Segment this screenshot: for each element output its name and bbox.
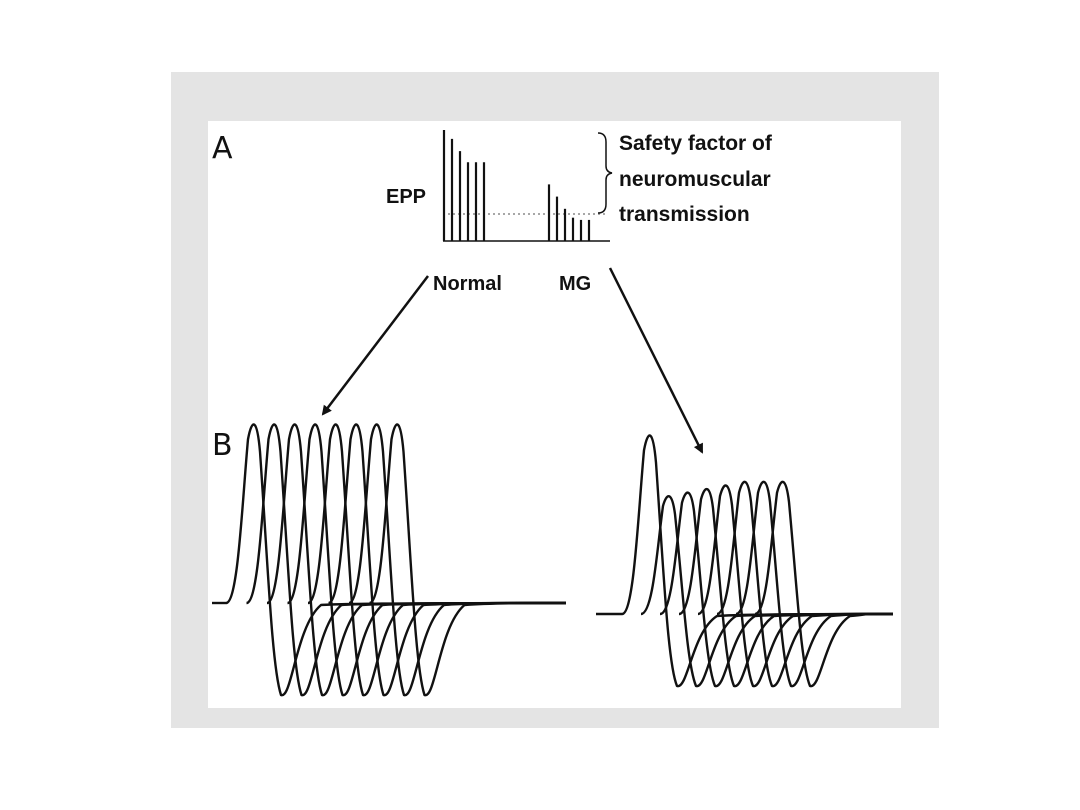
ap-trace-normal-6 [327,423,567,697]
epp-bars-mg [547,184,591,241]
ap-trace-mg-5 [697,484,894,688]
safety-factor-line-1: Safety factor of [619,132,773,155]
panel-a-label: A [212,131,233,166]
ap-trace-normal-1 [225,423,567,697]
ap-trace-normal-2 [245,423,567,697]
epp-bars-normal [442,130,486,241]
ap-trace-normal-5 [307,423,567,697]
arrow-mg [608,267,704,454]
ap-traces-mg [596,434,894,688]
ap-trace-mg-6 [716,480,894,688]
ap-trace-normal-4 [286,423,567,697]
epp-label: EPP [386,186,426,208]
ap-trace-mg-7 [735,480,894,688]
ap-trace-normal-7 [348,423,567,697]
safety-factor-line-2: neuromuscular [619,168,771,191]
ap-trace-normal-3 [266,423,567,697]
ap-trace-mg-4 [678,488,894,688]
ap-trace-mg-8 [754,480,894,688]
ap-trace-mg-3 [659,491,894,688]
normal-label: Normal [433,273,502,295]
panel-b-label: B [212,428,233,463]
safety-factor-brace [597,132,613,214]
ap-trace-mg-1 [621,434,894,688]
ap-trace-normal-8 [368,423,567,697]
arrow-normal [321,275,429,416]
ap-traces-normal [212,423,567,697]
mg-label: MG [559,273,591,295]
safety-factor-line-3: transmission [619,203,750,226]
